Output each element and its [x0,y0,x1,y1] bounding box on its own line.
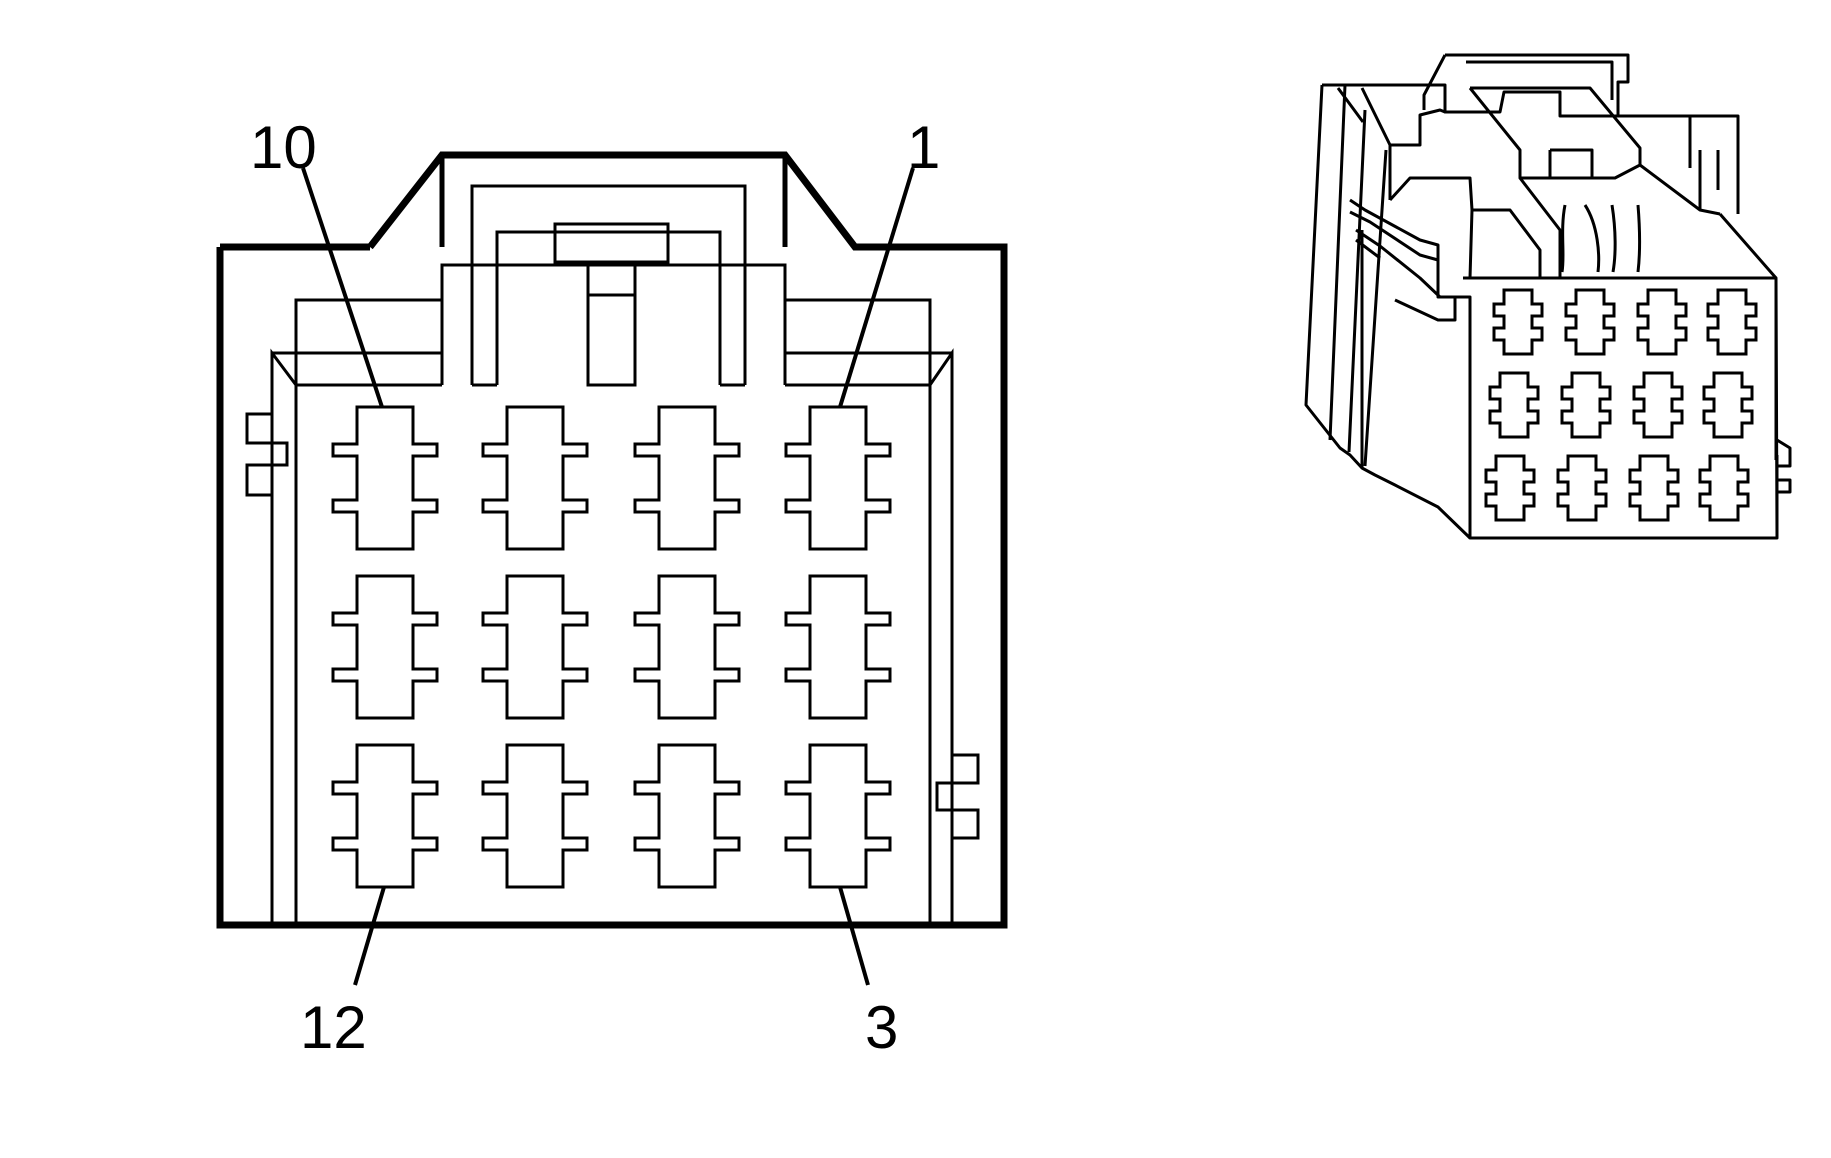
connector-face-view [216,151,1008,929]
iso-cavity [1564,288,1616,356]
cavity [633,405,741,551]
cavity [481,743,589,889]
cavity [481,574,589,720]
iso-left-body [1304,84,1472,540]
iso-rails [1349,198,1457,468]
iso-upper-steps [1388,116,1721,279]
cavity [481,405,589,551]
cavity [633,743,741,889]
iso-left-ribs [1328,84,1392,467]
iso-cavity [1492,288,1544,356]
iso-latch-arms [1560,204,1641,273]
cavity [633,574,741,720]
pin-label-1: 1 [907,114,940,181]
connector-isometric-view [1304,53,1792,540]
pin-label-10: 10 [250,114,317,181]
cavity [331,405,439,551]
iso-cavity [1484,454,1536,522]
housing-outline [216,151,1008,929]
leader-lines [301,167,915,986]
cavity [784,743,892,889]
leader-line-3 [838,886,870,986]
cavity-grid [331,405,892,889]
iso-cavity [1556,454,1608,522]
iso-cavity [1636,288,1688,356]
iso-cavity-grid [1484,288,1758,522]
leader-line-1 [838,167,915,408]
iso-cavity [1628,454,1680,522]
latch-frame [439,155,788,247]
latch [470,184,747,387]
leader-line-10 [301,167,384,408]
iso-cavity [1632,371,1684,439]
cavity [784,574,892,720]
iso-latch-tab [1548,148,1594,178]
iso-left-ridge [1388,108,1446,200]
cavity [784,405,892,551]
cavity [331,574,439,720]
pin-label-12: 12 [300,994,367,1061]
iso-cavity [1560,371,1612,439]
leader-line-12 [353,886,386,986]
iso-cavity [1488,371,1540,439]
inner-walls [270,263,954,925]
cavity [331,743,439,889]
iso-right-face [1718,213,1779,538]
iso-top-body [1322,83,1740,214]
iso-latch [1422,53,1642,180]
iso-cavity [1702,371,1754,439]
iso-right-key [1775,438,1792,494]
side-keys [245,412,980,840]
iso-cavity [1698,454,1750,522]
iso-cavity [1706,288,1758,356]
pin-label-3: 3 [865,994,898,1061]
